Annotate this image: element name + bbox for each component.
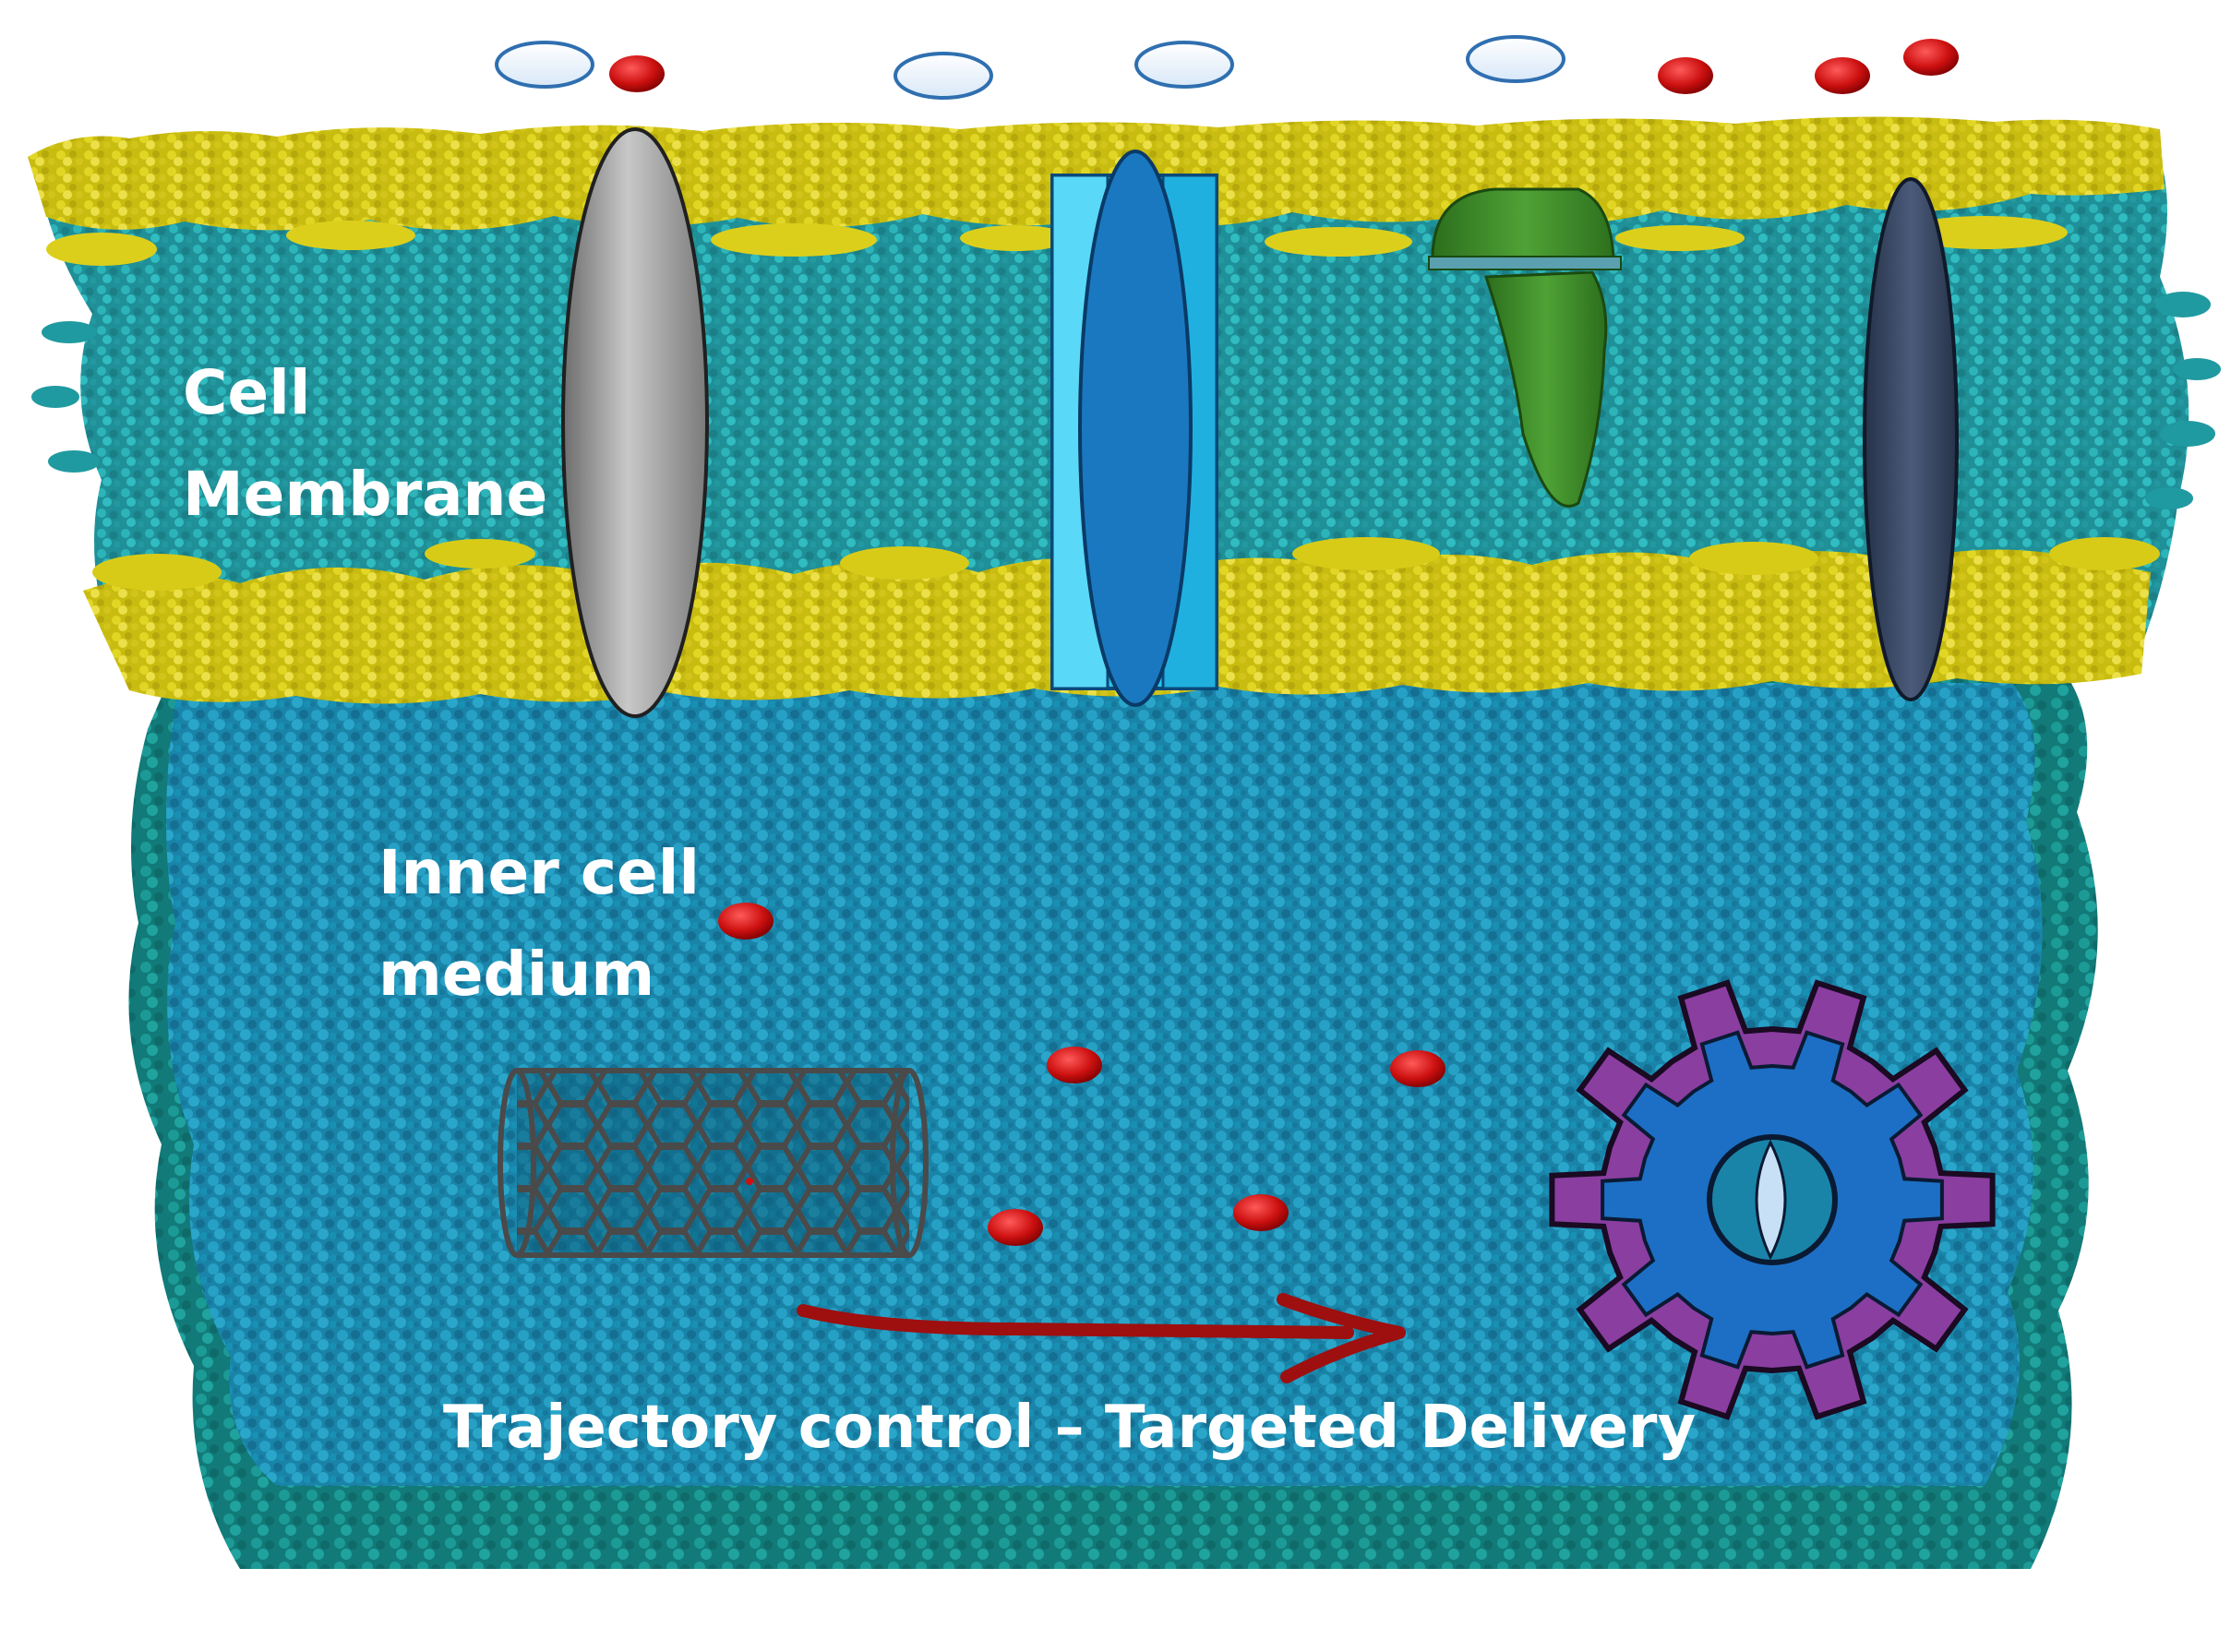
membrane-right-fringe [31,292,2221,509]
red-particle [1390,1050,1445,1087]
mushroom-receptor-icon [1428,187,1622,508]
vesicle [1466,35,1565,83]
label-trajectory: Trajectory control – Targeted Delivery [443,1394,1696,1462]
label-cell-membrane-line1: Cell [183,357,310,428]
red-particle [609,55,665,92]
red-particles-inside [718,903,1445,1246]
gear-target-icon [1549,979,1996,1420]
carbon-nanotube-icon [498,1068,929,1258]
extracellular-vesicles [495,35,1565,100]
slim-channel-icon [1863,177,1959,701]
label-inner-medium-line2: medium [378,939,654,1010]
label-inner-medium-line1: Inner cell [378,837,700,908]
red-particle [1047,1047,1102,1083]
vesicle [495,41,594,89]
lipid-clumps-top [46,216,2068,266]
vesicle [894,52,993,100]
red-particles-outside [609,39,1959,94]
inner-cell-medium [166,683,2043,1486]
vesicle [1134,41,1234,89]
label-cell-membrane-line2: Membrane [183,459,547,530]
gray-channel-icon [561,127,709,718]
red-particle [718,903,774,940]
red-particle [988,1209,1043,1246]
trajectory-arrow-icon [797,1293,1406,1383]
red-particle [1815,57,1870,94]
red-particle [1903,39,1959,76]
red-particle [1233,1194,1289,1231]
red-particle [1658,57,1713,94]
lipid-clumps-bottom [92,537,2160,591]
prism-channel-icon [1050,150,1218,707]
lipid-layer-top [28,116,2165,231]
